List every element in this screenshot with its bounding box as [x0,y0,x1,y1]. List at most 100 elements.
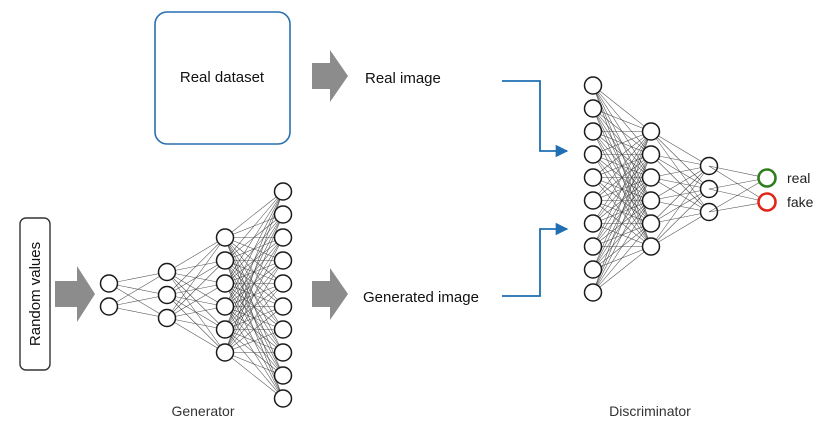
discriminator-layer1-node [583,99,603,118]
generator-edge [166,317,226,330]
generator-edge [224,191,284,307]
generator-layer4-node [273,297,293,316]
generator-layer4-node [273,182,293,201]
discriminator-edge [592,223,652,293]
generator-edge [166,317,226,353]
discriminator-edge [592,131,652,201]
generator-edge [108,271,168,284]
block-arrow-random-to-generator [55,266,95,322]
generator-edge [224,191,284,330]
output-edge [708,165,768,179]
block-arrow-generator-to-generated-image [312,268,348,320]
discriminator-layer1-node [583,214,603,233]
discriminator-edge [650,154,710,167]
discriminator-edge [650,188,710,247]
generator-edge [166,237,226,319]
discriminator-layer2-node [641,191,661,210]
discriminator-edge [650,211,710,247]
generator-edge [224,306,284,353]
generator-layer4-node [273,251,293,270]
discriminator-layer2-node [641,122,661,141]
real-dataset-box: Real dataset [154,11,291,145]
discriminator-layer1-node [583,260,603,279]
generator-layer4-node [273,228,293,247]
discriminator-layer2-node [641,237,661,256]
discriminator-layer1-node [583,76,603,95]
discriminator-layer1-node [583,237,603,256]
generator-edge [108,294,168,307]
generator-layer2-node [157,308,177,328]
generator-edge [224,352,284,399]
discriminator-edge [592,108,652,132]
output-edge [708,188,768,203]
discriminator-layer1-node [583,168,603,187]
generator-layer3-node [215,297,235,316]
output-label-fake: fake [787,194,814,210]
discriminator-edge [592,131,652,293]
discriminator-edge [592,131,652,247]
generator-network [99,182,293,408]
discriminator-edge [650,165,710,247]
generator-layer3-node [215,228,235,247]
discriminator-edge [592,154,652,293]
generator-edge [166,283,226,319]
output-nodes: real fake [708,165,814,213]
generator-layer4-node [273,205,293,224]
discriminator-edge [650,165,710,178]
discriminator-edge [592,131,652,155]
discriminator-edge [650,165,710,201]
generator-edge [224,260,284,353]
generator-layer4-node [273,389,293,408]
generator-caption: Generator [171,403,234,419]
generator-edge [166,306,226,319]
generator-edge [108,271,168,307]
generator-edge [224,283,284,353]
generator-edge [224,352,284,376]
discriminator-edge [592,200,652,293]
output-edge [708,201,768,213]
generator-edge [224,329,284,353]
generator-layer1-node [99,297,119,316]
generator-layer4-node [273,343,293,362]
output-edge [708,177,768,213]
output-edge [708,177,768,190]
discriminator-edge [592,246,652,293]
output-edge [708,165,768,203]
generated-image-to-discriminator-arrow [502,222,569,297]
generator-edge [224,191,284,238]
discriminator-edge [592,131,652,178]
generator-layer4-node [273,366,293,385]
generator-layer3-node [215,274,235,293]
generator-layer3-node [215,320,235,339]
output-node-fake [757,192,777,212]
real-image-to-discriminator-arrow [502,80,569,158]
generator-edge [166,237,226,296]
generator-edge [224,191,284,284]
discriminator-layer2-node [641,214,661,233]
block-arrow-dataset-to-real-image [312,50,348,102]
generator-layer3-node [215,251,235,270]
generated-image-label: Generated image [363,289,479,306]
generator-layer2-node [157,285,177,305]
generator-layer2-node [157,262,177,282]
random-values-box: Random values [19,217,51,371]
discriminator-layer1-node [583,191,603,210]
generator-edge [166,260,226,319]
discriminator-edge [650,165,710,224]
discriminator-edge [592,85,652,132]
output-label-real: real [787,170,810,186]
generator-edge [224,237,284,353]
generator-edge [224,191,284,261]
real-dataset-frame [154,11,291,145]
discriminator-caption: Discriminator [609,403,691,419]
discriminator-network [583,76,719,302]
random-values-frame [19,217,51,371]
generator-edge [224,214,284,353]
discriminator-edge [650,131,710,167]
discriminator-edge [592,177,652,293]
real-dataset-label: Real dataset [180,69,265,86]
discriminator-layer1-node [583,283,603,302]
discriminator-layer2-node [641,145,661,164]
